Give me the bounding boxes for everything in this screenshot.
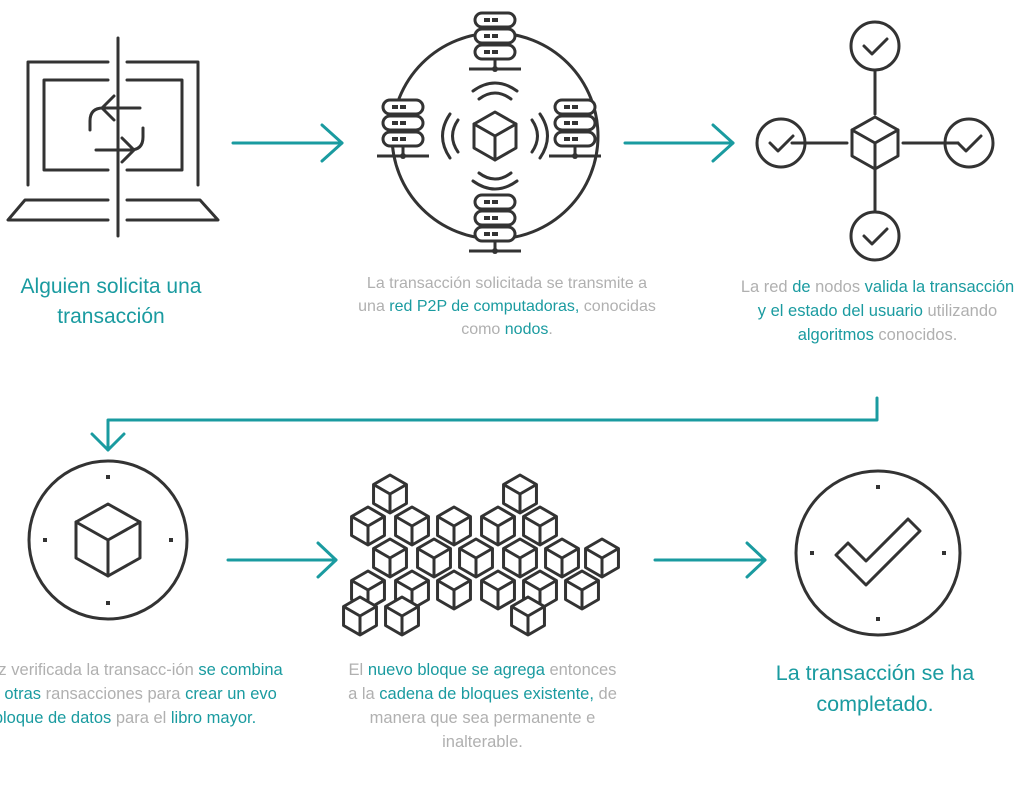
arrow-step2-to-step3 bbox=[623, 123, 735, 163]
caption-segment: nodos bbox=[810, 278, 865, 296]
caption-segment: cadena de bloques existente, bbox=[379, 685, 594, 703]
caption-segment: crear un bbox=[185, 685, 246, 703]
server-icon bbox=[549, 98, 601, 159]
block-cube-icon bbox=[510, 595, 546, 637]
server-icon bbox=[469, 193, 521, 254]
caption-segment: Alguien solicita una transacción bbox=[20, 275, 202, 328]
caption-segment: se combina bbox=[198, 661, 283, 679]
node-validation-icon bbox=[755, 20, 995, 262]
block-cube-icon bbox=[436, 569, 472, 611]
step-4-caption: a vez verificada la transacc-ión se comb… bbox=[0, 658, 290, 730]
new-block-icon bbox=[27, 459, 189, 621]
caption-segment: La red bbox=[740, 278, 793, 296]
block-cube-icon bbox=[502, 473, 538, 515]
blockchain-cluster-icon bbox=[342, 473, 620, 637]
block-cube-icon bbox=[584, 537, 620, 579]
block-cube-icon bbox=[480, 505, 516, 547]
block-cube-icon bbox=[502, 537, 538, 579]
step-3-caption: La red de nodos valida la transacción y … bbox=[735, 275, 1020, 347]
caption-segment: conocidos. bbox=[873, 326, 958, 344]
caption-segment: evo bloque de datos bbox=[0, 685, 277, 727]
arrow-step5-to-step6 bbox=[653, 541, 767, 579]
caption-segment: otras bbox=[4, 685, 42, 703]
block-cube-icon bbox=[384, 595, 420, 637]
block-cube-icon bbox=[372, 473, 408, 515]
checkmark-circle-icon bbox=[794, 469, 962, 637]
caption-segment: algoritmos bbox=[797, 326, 874, 344]
caption-segment: de manera que sea permanente e inalterab… bbox=[369, 685, 617, 751]
caption-segment: El bbox=[348, 661, 368, 679]
laptop-exchange-icon bbox=[6, 36, 220, 238]
step-1-caption: Alguien solicita una transacción bbox=[0, 272, 222, 332]
block-cube-icon bbox=[480, 569, 516, 611]
caption-segment: libro mayor. bbox=[170, 709, 257, 727]
caption-segment: La transacción solicitada se transmite a… bbox=[358, 275, 648, 315]
arrow-step1-to-step2 bbox=[231, 123, 344, 163]
caption-segment: de bbox=[792, 278, 811, 296]
caption-segment: La transacción se ha completado. bbox=[775, 661, 975, 716]
block-cube-icon bbox=[544, 537, 580, 579]
block-cube-icon bbox=[416, 537, 452, 579]
block-cube-icon bbox=[564, 569, 600, 611]
block-cube-icon bbox=[342, 595, 378, 637]
block-cube-icon bbox=[436, 505, 472, 547]
block-cube-icon bbox=[458, 537, 494, 579]
caption-segment: nuevo bloque se agrega bbox=[367, 661, 545, 679]
block-cube-icon bbox=[372, 537, 408, 579]
arrow-step4-to-step5 bbox=[226, 541, 338, 579]
block-cube-icon bbox=[394, 505, 430, 547]
caption-segment: conocidas como bbox=[461, 298, 656, 338]
caption-segment: para el bbox=[111, 709, 171, 727]
caption-segment: utilizando bbox=[922, 302, 998, 320]
step-6-caption: La transacción se ha completado. bbox=[730, 658, 1020, 720]
caption-segment: a vez verificada la transacc-ión bbox=[0, 661, 194, 679]
caption-segment: valida la transacción y el estado del us… bbox=[757, 278, 1015, 320]
server-icon bbox=[377, 98, 429, 159]
arrow-step3-to-step4 bbox=[90, 396, 879, 452]
caption-segment: . bbox=[548, 321, 553, 338]
step-5-caption: El nuevo bloque se agrega entonces a la … bbox=[345, 658, 620, 754]
caption-segment: red P2P de computadoras, bbox=[389, 298, 580, 315]
p2p-network-icon bbox=[377, 11, 601, 254]
caption-segment: ransacciones para bbox=[41, 685, 186, 703]
step-2-caption: La transacción solicitada se transmite a… bbox=[352, 272, 662, 341]
caption-segment: entonces a la bbox=[348, 661, 617, 703]
block-cube-icon bbox=[522, 505, 558, 547]
server-icon bbox=[469, 11, 521, 72]
block-cube-icon bbox=[350, 505, 386, 547]
caption-segment: nodos bbox=[504, 321, 549, 338]
